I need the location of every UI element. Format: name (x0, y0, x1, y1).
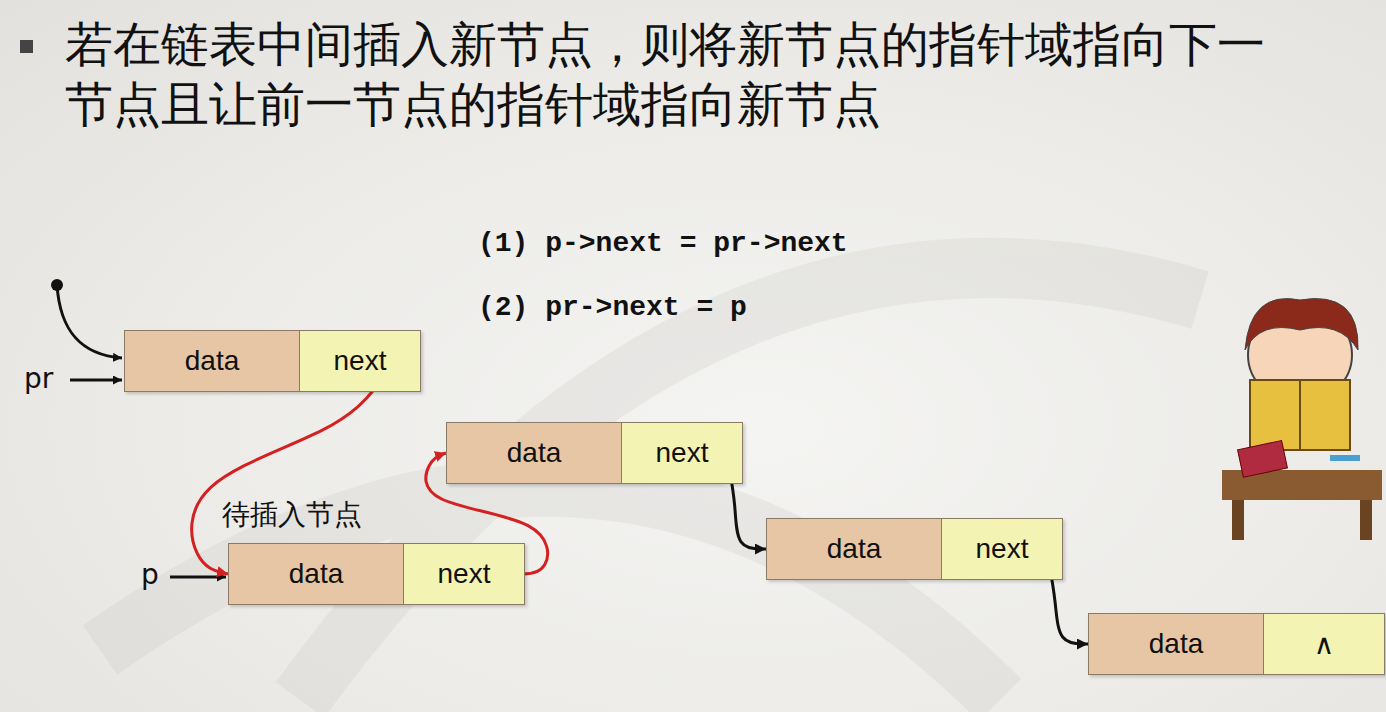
pointer-field: next (622, 423, 742, 483)
reading-child (1222, 299, 1382, 540)
pointer-field: next (942, 519, 1062, 579)
pointer-field: next (300, 331, 420, 391)
pointer-name: p (141, 558, 159, 591)
list-node: datanext (228, 543, 525, 605)
pointer-name: pr (24, 362, 53, 395)
list-node: data∧ (1088, 613, 1385, 675)
code-line: (1) p->next = pr->next (478, 228, 848, 259)
pointer-field: ∧ (1264, 614, 1384, 674)
list-node: datanext (446, 422, 743, 484)
list-node: datanext (124, 330, 421, 392)
bullet (20, 40, 33, 53)
data-field: data (447, 423, 622, 483)
data-field: data (229, 544, 404, 604)
code-line: (2) pr->next = p (478, 292, 747, 323)
pointer-field: next (404, 544, 524, 604)
p-pointer (170, 576, 226, 579)
slide-title: 若在链表中间插入新节点，则将新节点的指针域指向下一节点且让前一节点的指针域指向新… (65, 14, 1300, 134)
data-field: data (767, 519, 942, 579)
list-node: datanext (766, 518, 1063, 580)
node-caption: 待插入节点 (222, 496, 362, 534)
data-field: data (125, 331, 300, 391)
data-field: data (1089, 614, 1264, 674)
head-pointer (57, 285, 122, 358)
pr-pointer (70, 379, 122, 382)
